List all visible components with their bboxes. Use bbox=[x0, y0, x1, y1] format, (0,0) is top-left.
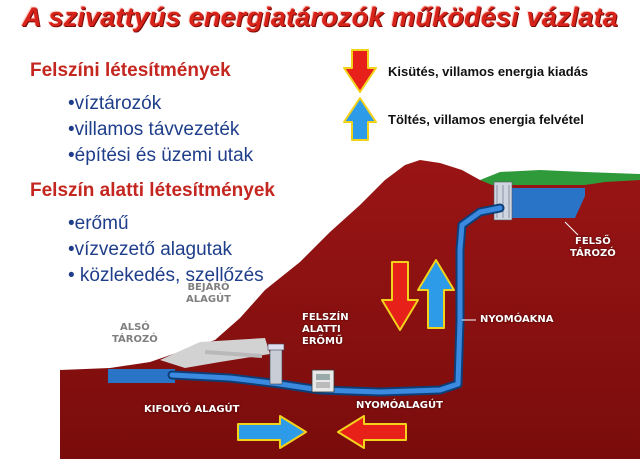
charge-arrow-up bbox=[417, 259, 455, 329]
charge-legend-label: Töltés, villamos energia felvétel bbox=[388, 112, 584, 127]
lower-reservoir-water bbox=[108, 369, 175, 383]
underground-item-ventilation: • közlekedés, szellőzés bbox=[68, 265, 264, 286]
discharge-legend-arrow bbox=[343, 49, 377, 93]
underground-item-powerhouse: •erőmű bbox=[68, 213, 129, 234]
surface-facilities-heading: Felszíni létesítmények bbox=[30, 60, 231, 81]
surface-item-roads: •építési és üzemi utak bbox=[68, 145, 254, 166]
penstock-shaft-label: NYOMÓAKNA bbox=[480, 314, 554, 325]
pressure-tunnel-label: NYOMÓALAGÚT bbox=[356, 400, 443, 411]
gate-shaft bbox=[269, 347, 283, 385]
surface-item-power-line: •villamos távvezeték bbox=[68, 119, 240, 140]
charge-legend-arrow bbox=[343, 97, 377, 141]
charge-arrow-right bbox=[237, 415, 307, 449]
upper-reservoir-water bbox=[496, 188, 585, 218]
underground-item-tunnels: •vízvezető alagutak bbox=[68, 239, 233, 260]
page-title: A szivattyús energiatározók működési váz… bbox=[21, 2, 618, 32]
outflow-tunnel-label: KIFOLYÓ ALAGÚT bbox=[144, 404, 240, 415]
mountain-terrain bbox=[60, 160, 640, 459]
underground-facilities-heading: Felszín alatti létesítmények bbox=[30, 180, 275, 201]
discharge-arrow-left bbox=[337, 415, 407, 449]
grass-surface bbox=[480, 170, 640, 185]
powerhouse-machinery bbox=[311, 369, 335, 393]
discharge-legend-label: Kisütés, villamos energia kiadás bbox=[388, 64, 589, 79]
surface-item-reservoirs: •víztározók bbox=[68, 93, 162, 114]
discharge-arrow-down bbox=[381, 261, 419, 331]
